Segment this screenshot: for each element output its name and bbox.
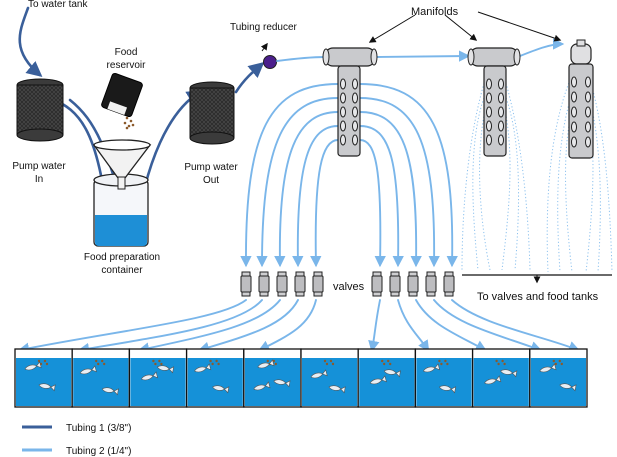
fish-tank — [128, 348, 188, 408]
valve — [389, 271, 401, 297]
manifold-3-spray — [546, 79, 613, 273]
valve — [407, 271, 419, 297]
label-pump-out-1: Pump water — [184, 162, 238, 173]
fish-tank — [185, 348, 245, 408]
tank-water — [130, 358, 186, 406]
valve — [294, 271, 306, 297]
fish-tank — [243, 348, 302, 408]
manifold-3 — [546, 39, 613, 273]
valve-bank-right — [371, 271, 455, 297]
fish-tank — [471, 348, 531, 408]
tank-water — [302, 358, 358, 406]
tank-water — [530, 358, 586, 406]
label-to-water-tank: To water tank — [28, 0, 88, 10]
valve — [371, 271, 383, 297]
label-pump-in-2: In — [35, 174, 43, 185]
label-pump-out-2: Out — [203, 175, 219, 186]
manifolds-pointers — [368, 11, 562, 43]
tank-water — [244, 358, 300, 406]
label-valves: valves — [333, 281, 365, 293]
label-to-valves-and-food-tanks: To valves and food tanks — [477, 291, 599, 303]
manifold-2-spray — [461, 79, 531, 271]
valve — [312, 271, 324, 297]
fish-tank — [300, 348, 359, 408]
fish-tank — [357, 348, 417, 408]
label-food-reservoir-2: reservoir — [107, 60, 147, 71]
fish-tank — [71, 348, 131, 408]
to-valves-bracket — [462, 274, 612, 284]
valve — [276, 271, 288, 297]
valve — [258, 271, 270, 297]
food-preparation-container — [92, 139, 152, 247]
tubing-2-lines — [17, 38, 581, 355]
pump-in — [16, 78, 64, 142]
label-tubing-reducer: Tubing reducer — [230, 22, 298, 33]
tank-water — [187, 358, 243, 406]
fish-tanks — [14, 348, 588, 408]
tubing-reducer — [260, 42, 277, 69]
food-pellets — [123, 116, 135, 130]
label-food-reservoir-1: Food — [115, 47, 138, 58]
valve — [425, 271, 437, 297]
tank-water — [16, 358, 72, 406]
manifold-1 — [322, 47, 378, 157]
tank-water — [473, 358, 529, 406]
fish-tank — [14, 348, 73, 408]
tank-water — [416, 358, 472, 406]
valve — [443, 271, 455, 297]
valve-bank-left — [240, 271, 324, 297]
label-prep-2: container — [101, 265, 143, 276]
legend: Tubing 1 (3/8") Tubing 2 (1/4") — [22, 423, 131, 457]
fish-tank — [414, 348, 474, 408]
pump-out — [189, 81, 235, 145]
label-manifolds: Manifolds — [411, 6, 459, 18]
legend-label-tubing-1: Tubing 1 (3/8") — [66, 423, 131, 434]
tank-water — [359, 358, 415, 406]
legend-label-tubing-2: Tubing 2 (1/4") — [66, 446, 131, 457]
manifold-2 — [461, 47, 531, 271]
label-prep-1: Food preparation — [84, 252, 160, 263]
food-reservoir — [101, 72, 143, 130]
valve — [240, 271, 252, 297]
label-pump-in-1: Pump water — [12, 161, 66, 172]
fish-tank — [529, 348, 588, 408]
tank-water — [73, 358, 129, 406]
